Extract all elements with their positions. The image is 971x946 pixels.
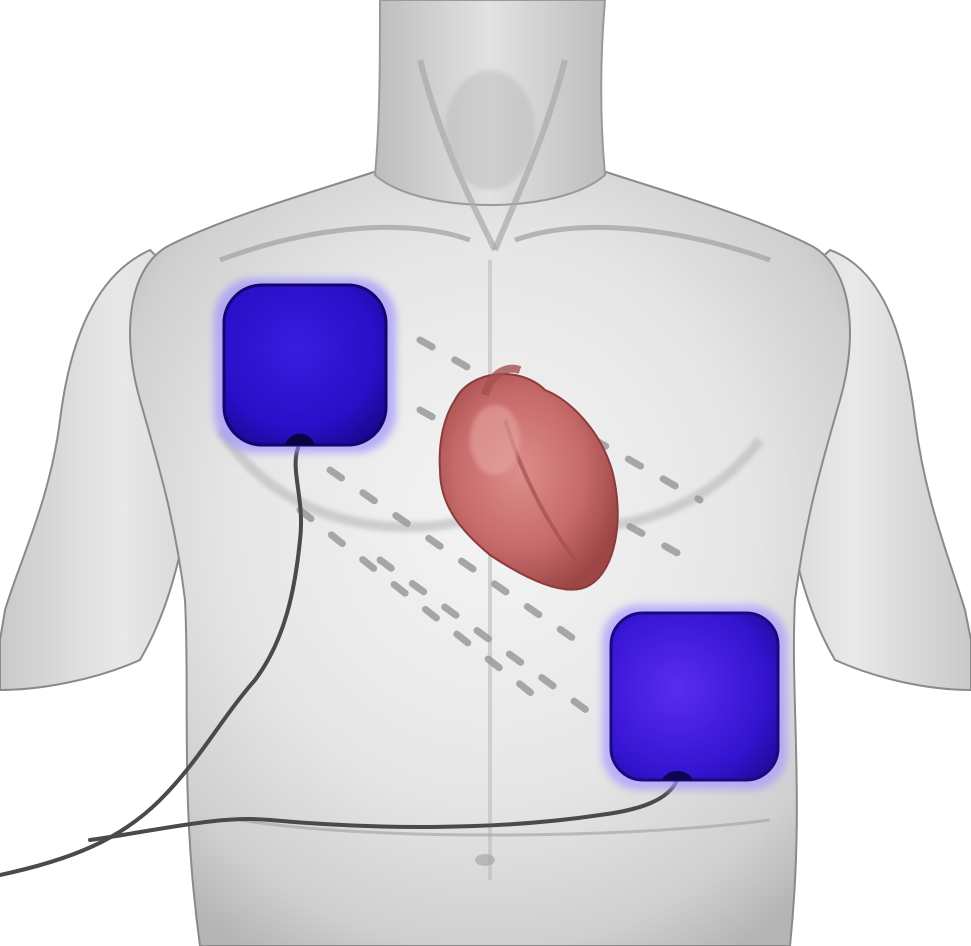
throat-shadow [445, 70, 535, 190]
lower-left-chest-pad [602, 605, 787, 790]
navel-shadow [475, 854, 495, 866]
pad-body [611, 613, 778, 780]
pad-body [224, 285, 386, 445]
heart-highlight [470, 405, 520, 475]
upper-right-chest-pad [214, 278, 396, 453]
